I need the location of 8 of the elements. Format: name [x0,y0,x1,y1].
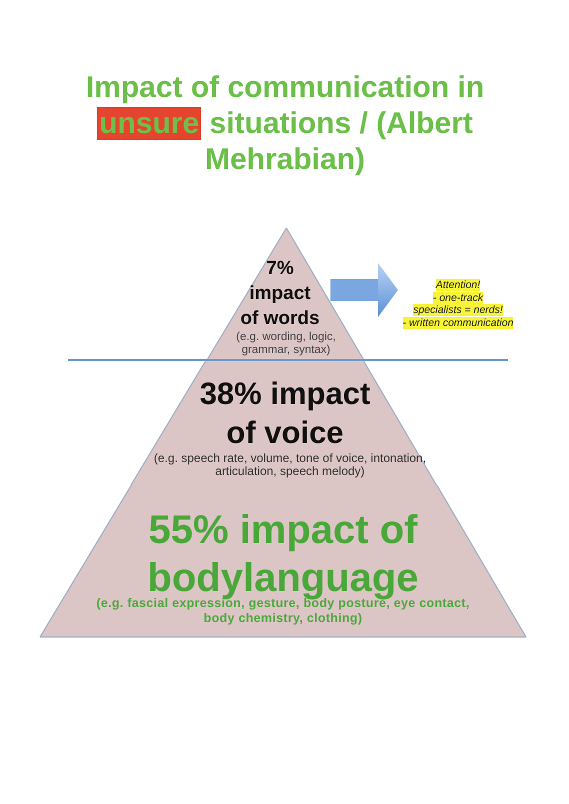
tier-description: (e.g. wording, logic, grammar, syntax) [235,331,337,357]
note-text: - written communication [402,316,514,329]
title: Impact of communication in unsure situations / (Albert Mehrabian) [84,70,486,178]
tier-heading: 7% impact of words [239,257,321,331]
tier-description: (e.g. speech rate, volume, tone of voice, intonation, articulation, speech melody) [152,452,428,478]
tier-heading: 38% impact of voice [198,375,372,452]
tier-heading: 55% impact of bodylanguage [147,507,420,600]
block-arrow [330,263,398,317]
